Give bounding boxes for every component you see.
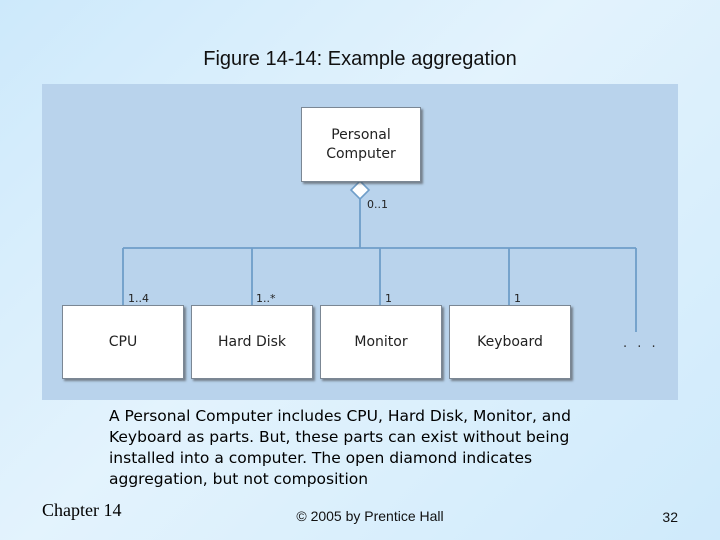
slide-title: Figure 14-14: Example aggregation: [203, 48, 517, 70]
footer-page-number: 32: [662, 509, 678, 525]
personal-computer-label-line1: Personal: [331, 126, 391, 143]
monitor-label: Monitor: [354, 333, 408, 350]
cpu-box: CPU: [62, 305, 184, 379]
multiplicity-hard-disk: 1..*: [256, 292, 276, 305]
personal-computer-box: Personal Computer: [301, 107, 421, 182]
keyboard-box: Keyboard: [449, 305, 571, 379]
keyboard-label: Keyboard: [477, 333, 543, 350]
aggregation-diamond: [349, 179, 371, 201]
multiplicity-cpu: 1..4: [128, 292, 149, 305]
personal-computer-label-line2: Computer: [326, 145, 396, 162]
footer-copyright: © 2005 by Prentice Hall: [296, 508, 444, 524]
cpu-label: CPU: [108, 333, 138, 350]
footer-chapter: Chapter 14: [42, 500, 122, 520]
multiplicity-keyboard: 1: [514, 292, 521, 305]
hard-disk-box: Hard Disk: [191, 305, 313, 379]
multiplicity-monitor: 1: [385, 292, 392, 305]
more-parts-ellipsis: . . .: [623, 336, 659, 351]
connector-lines: [122, 179, 637, 332]
caption: A Personal Computer includes CPU, Hard D…: [109, 407, 571, 488]
hard-disk-label: Hard Disk: [217, 333, 287, 350]
multiplicity-whole: 0..1: [367, 198, 388, 211]
monitor-box: Monitor: [320, 305, 442, 379]
diagram-panel: Personal Computer 0..1 1..4 1..* 1 1 CPU…: [42, 84, 678, 400]
